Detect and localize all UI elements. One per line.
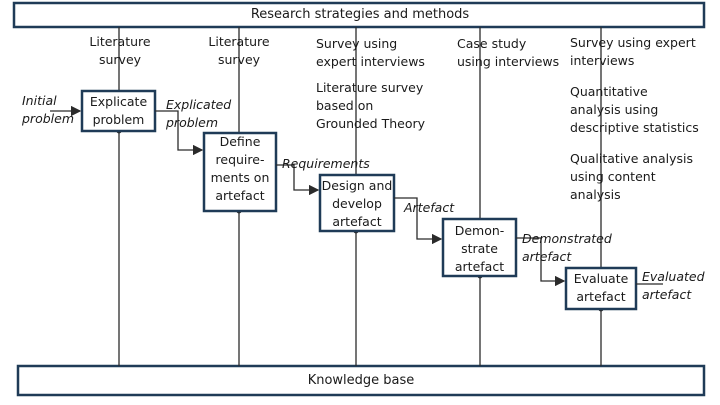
box-demonstrate <box>441 217 518 278</box>
box-define-requirements <box>202 131 278 213</box>
arrow-artefact <box>394 197 443 245</box>
arrow-requirements <box>276 164 320 196</box>
footer-label: Knowledge base <box>307 373 415 388</box>
box-design-develop <box>318 173 396 233</box>
box-evaluate <box>564 266 638 311</box>
flow-requirements: Requirements <box>282 156 370 171</box>
arrow-demonstrated <box>516 237 566 287</box>
box-explicate-problem <box>80 89 157 133</box>
footer-bar <box>16 364 706 397</box>
header-bar <box>12 1 706 29</box>
flow-artefact: Artefact <box>404 200 455 215</box>
header-label: Research strategies and methods <box>250 7 470 22</box>
arrow-explicated <box>155 110 204 156</box>
